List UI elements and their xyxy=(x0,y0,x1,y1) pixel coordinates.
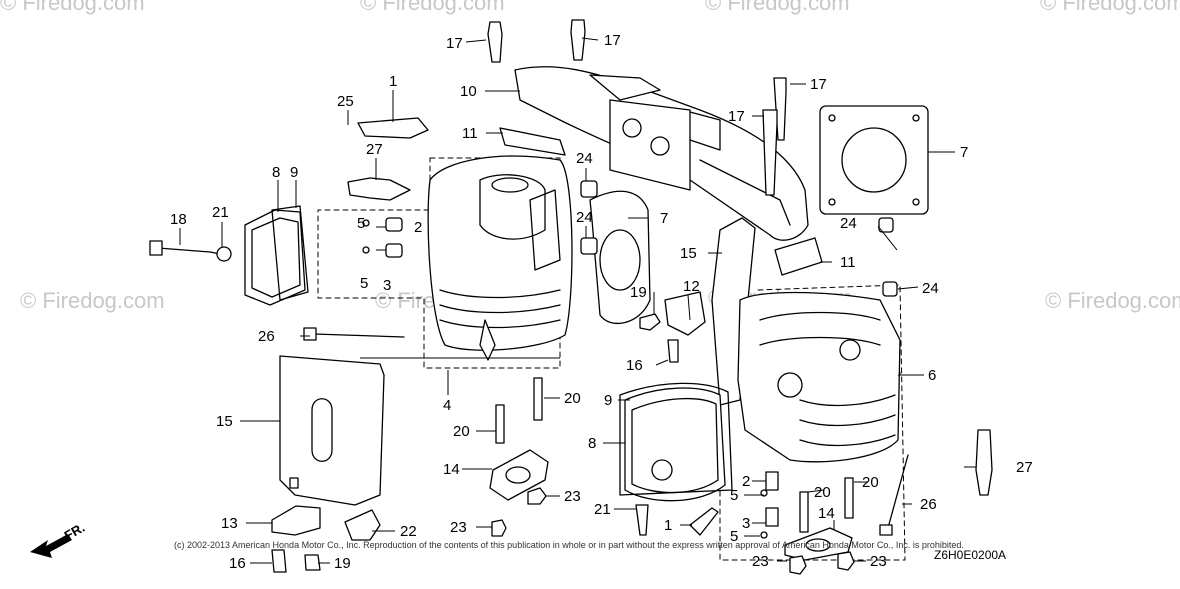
watermark: © Firedog.com xyxy=(1045,288,1180,313)
callout-18: 18 xyxy=(170,211,187,228)
callout-8: 8 xyxy=(588,435,596,452)
copyright-notice: (c) 2002-2013 American Honda Motor Co., … xyxy=(174,540,964,550)
callout-11: 11 xyxy=(462,125,478,142)
callout-2: 2 xyxy=(414,219,422,236)
callout-9: 9 xyxy=(290,164,298,181)
callout-25: 25 xyxy=(337,93,354,110)
watermark: © Firedog.com xyxy=(20,288,165,313)
callout-16: 16 xyxy=(229,555,246,572)
callout-20: 20 xyxy=(862,474,879,491)
callout-24: 24 xyxy=(922,280,939,297)
callout-24: 24 xyxy=(576,209,593,226)
callout-5: 5 xyxy=(360,275,368,292)
callout-21: 21 xyxy=(594,501,611,518)
watermark: © Firedog.com xyxy=(705,0,850,15)
callout-5: 5 xyxy=(357,215,365,232)
callout-19: 19 xyxy=(334,555,351,572)
callout-2: 2 xyxy=(742,473,750,490)
callout-19: 19 xyxy=(630,284,647,301)
callout-5: 5 xyxy=(730,528,738,545)
callout-7: 7 xyxy=(660,210,668,227)
callout-17: 17 xyxy=(810,76,827,93)
group-box-right xyxy=(719,284,906,561)
callout-17: 17 xyxy=(604,32,621,49)
callout-24: 24 xyxy=(576,150,593,167)
callout-23: 23 xyxy=(752,553,769,570)
callout-6: 6 xyxy=(928,367,936,384)
callout-26: 26 xyxy=(258,328,275,345)
callout-1: 1 xyxy=(664,517,672,534)
callout-27: 27 xyxy=(366,141,383,158)
callout-12: 12 xyxy=(683,278,700,295)
callout-15: 15 xyxy=(680,245,697,262)
callout-21: 21 xyxy=(212,204,229,221)
callout-10: 10 xyxy=(460,83,477,100)
callout-4: 4 xyxy=(443,397,451,414)
callout-17: 17 xyxy=(446,35,463,52)
callout-9: 9 xyxy=(604,392,612,409)
callout-17: 17 xyxy=(728,108,745,125)
callout-20: 20 xyxy=(453,423,470,440)
callout-20: 20 xyxy=(814,484,831,501)
callout-23: 23 xyxy=(564,488,581,505)
callout-7: 7 xyxy=(960,144,968,161)
callout-8: 8 xyxy=(272,164,280,181)
callout-5: 5 xyxy=(730,487,738,504)
watermark: © Firedog.com xyxy=(0,0,145,15)
callout-3: 3 xyxy=(383,277,391,294)
callout-3: 3 xyxy=(742,515,750,532)
callout-13: 13 xyxy=(221,515,238,532)
callout-27: 27 xyxy=(1016,459,1033,476)
callout-23: 23 xyxy=(870,553,887,570)
callout-24: 24 xyxy=(840,215,857,232)
watermark: © Firedog.com xyxy=(360,0,505,15)
callout-14: 14 xyxy=(443,461,460,478)
front-direction-arrow xyxy=(30,534,72,558)
callout-23: 23 xyxy=(450,519,467,536)
callout-labels: 17 17 10 11 17 17 7 1 25 27 8 9 18 21 5 … xyxy=(170,32,1033,572)
callout-20: 20 xyxy=(564,390,581,407)
diagram-code: Z6H0E0200A xyxy=(934,548,1007,562)
callout-11: 11 xyxy=(840,254,856,271)
callout-16: 16 xyxy=(626,357,643,374)
callout-14: 14 xyxy=(818,505,835,522)
watermark: © Firedog.com xyxy=(1040,0,1180,15)
callout-22: 22 xyxy=(400,523,417,540)
callout-26: 26 xyxy=(920,496,937,513)
callout-1: 1 xyxy=(389,73,397,90)
callout-15: 15 xyxy=(216,413,233,430)
